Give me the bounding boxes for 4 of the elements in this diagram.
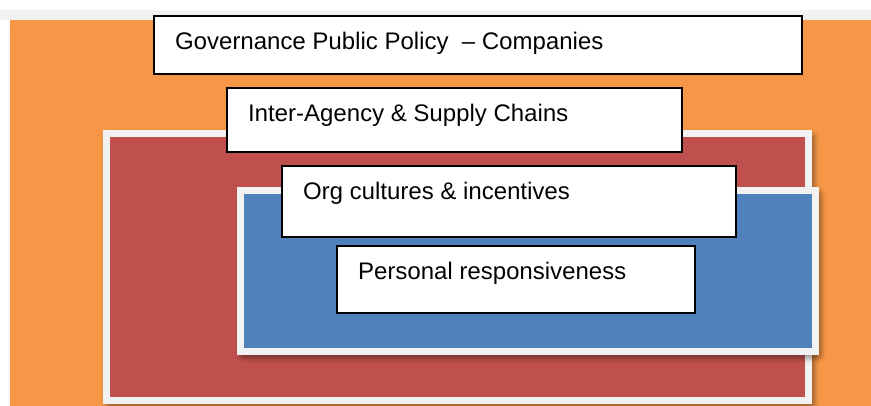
layer-heading: Inter-Agency & Supply Chains [226,87,683,153]
layer-heading: Org cultures & incentives [281,165,737,238]
layer-heading: Governance Public Policy – Companies [153,15,803,75]
core-label-box: Personal responsiveness [336,245,696,314]
